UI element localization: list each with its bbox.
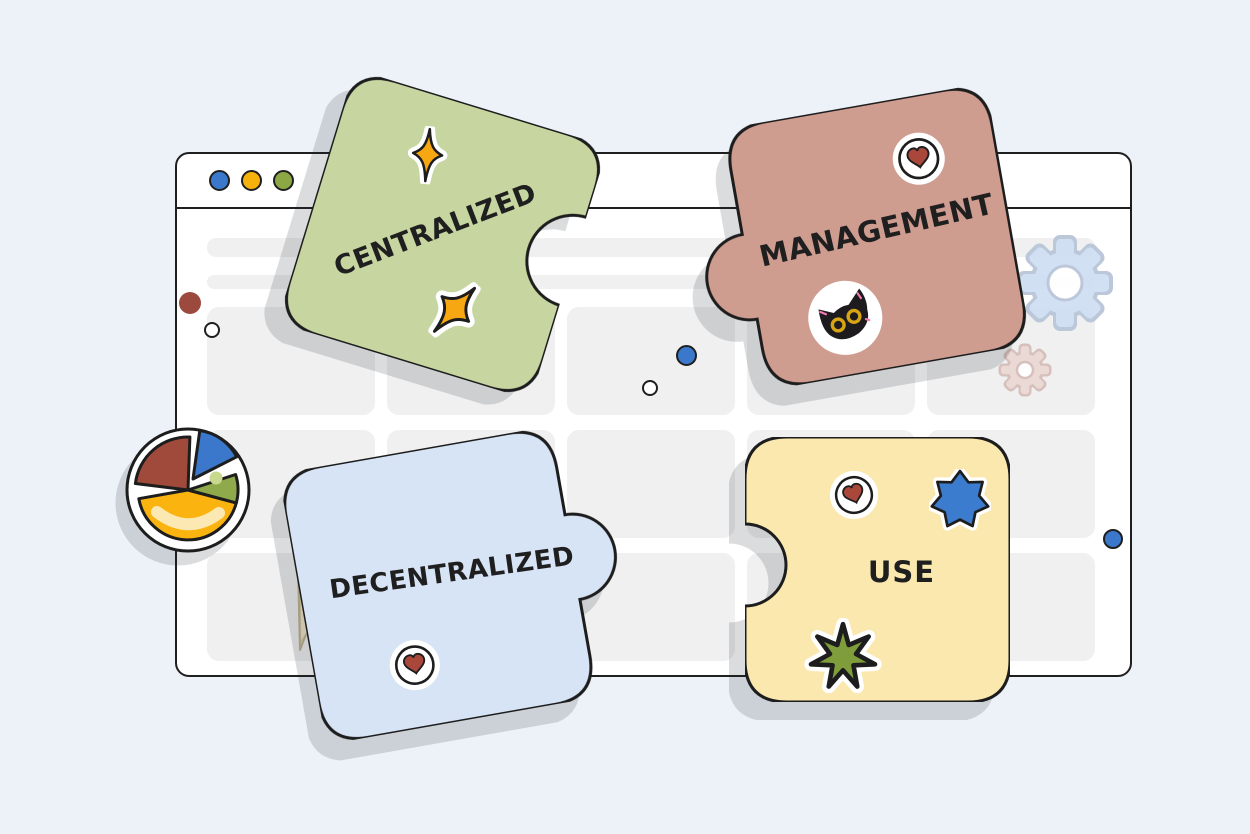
- scatter-dot-blue: [1103, 529, 1123, 549]
- traffic-light-blue-icon: [209, 170, 230, 191]
- gear-small-icon: [998, 343, 1052, 397]
- pie-slice-blue: [191, 429, 239, 481]
- grid-cell: [567, 307, 735, 415]
- sparkle-icon: [407, 123, 448, 187]
- heart-badge-icon: [829, 470, 879, 520]
- green-splat-icon: [804, 618, 882, 694]
- puzzle-piece-centralized: CENTRALIZED: [277, 69, 608, 400]
- puzzle-piece-label: USE: [867, 554, 936, 589]
- traffic-light-green-icon: [273, 170, 294, 191]
- puzzle-shape: [705, 87, 1026, 386]
- scatter-dot-white: [204, 322, 220, 338]
- pie-slice-yellow: [137, 488, 238, 542]
- traffic-light-yellow-icon: [241, 170, 262, 191]
- scatter-dot-red: [179, 292, 201, 314]
- pie-slice-highlight: [151, 506, 225, 531]
- heart-badge-icon: [892, 132, 945, 185]
- scatter-dot-white: [642, 380, 658, 396]
- pie-green-dot: [209, 471, 223, 485]
- scatter-dot-blue: [676, 345, 697, 366]
- pie-slice-green: [186, 473, 240, 505]
- puzzle-piece-use: USE: [745, 437, 1010, 702]
- puzzle-shape: [284, 76, 601, 393]
- puzzle-piece-label: DECENTRALIZED: [327, 540, 577, 605]
- puzzle-piece-management: MANAGEMENT: [678, 83, 1031, 398]
- puzzle-piece-decentralized: DECENTRALIZED: [279, 418, 642, 744]
- sparkle-icon: [428, 282, 481, 338]
- heart-badge-icon: [389, 640, 440, 691]
- pie-chart-icon: [125, 427, 251, 553]
- blue-burst-icon: [929, 469, 991, 531]
- pie-slice-red: [133, 435, 192, 492]
- black-cat-icon: [808, 280, 883, 355]
- puzzle-shape: [283, 430, 617, 740]
- browser-titlebar: [177, 154, 1130, 209]
